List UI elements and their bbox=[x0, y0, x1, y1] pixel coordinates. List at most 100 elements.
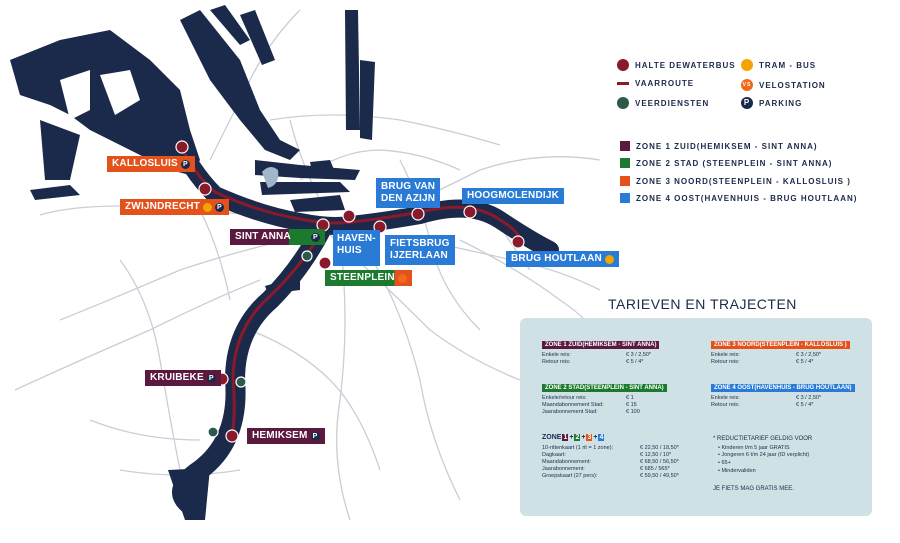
tarief-value: € 15 bbox=[626, 402, 637, 408]
stop-label-line2: DEN AZIJN bbox=[381, 193, 436, 204]
tarief-label: Jaarabonnement Stad: bbox=[542, 409, 598, 415]
legend-velostation: VS VELOSTATION bbox=[741, 79, 826, 91]
fiets-note: JE FIETS MAG GRATIS MEE. bbox=[713, 486, 794, 492]
zone-swatch bbox=[620, 193, 630, 203]
parking-icon: P bbox=[741, 97, 753, 109]
tarief-value: € 5 / 4* bbox=[796, 359, 814, 365]
zone-plus: + bbox=[569, 434, 574, 441]
legend-halte: HALTE DEWATERBUS bbox=[617, 59, 736, 71]
stop-label-line1: FIETSBRUG bbox=[390, 238, 450, 249]
parking-icon: P bbox=[310, 232, 320, 242]
parking-icon: P bbox=[214, 202, 224, 212]
stop-brug-houtlaan[interactable]: BRUG HOUTLAAN bbox=[506, 251, 619, 267]
stop-label-line1: BRUG VAN bbox=[381, 181, 436, 192]
reductie-item-text: Jongeren 6 t/m 24 jaar (ID verplicht) bbox=[721, 452, 810, 458]
tarief-label: Jaarabonnement: bbox=[542, 466, 585, 472]
tarief-label: Retour reis: bbox=[711, 359, 740, 365]
legend-label: VEERDIENSTEN bbox=[635, 98, 710, 108]
stop-kallosluis[interactable]: KALLOSLUIS P bbox=[107, 156, 195, 172]
vaarroute-line bbox=[180, 147, 521, 244]
legend-veerdiensten: VEERDIENSTEN bbox=[617, 97, 709, 109]
reductie-item-text: 65+ bbox=[721, 460, 731, 466]
legend-label: TRAM - BUS bbox=[759, 60, 817, 70]
reductie-item: • Kinderen t/m 5 jaar GRATIS bbox=[718, 445, 790, 451]
stop-fietsbrug-ijzerlaan[interactable]: FIETSBRUG IJZERLAAN bbox=[385, 235, 455, 265]
tram-bus-icon bbox=[741, 59, 753, 71]
reductie-item: • Jongeren 6 t/m 24 jaar (ID verplicht) bbox=[718, 452, 810, 458]
tarief-label: 10-rittenkaart (1 rit = 1 zone): bbox=[542, 445, 614, 451]
legend-label: HALTE DEWATERBUS bbox=[635, 60, 736, 70]
legend-label: PARKING bbox=[759, 98, 803, 108]
zone-all-prefix: ZONE bbox=[542, 434, 562, 441]
tarief-label: Enkele reis: bbox=[711, 352, 740, 358]
reductie-item-text: Kinderen t/m 5 jaar GRATIS bbox=[721, 445, 790, 451]
zone3-header: ZONE 3 NOORD(STEENPLEIN - KALLOSLUIS ) bbox=[711, 341, 850, 349]
tarief-value: € 68,50 / 56,50* bbox=[640, 459, 679, 465]
tarief-label: Maandabonnement Stad: bbox=[542, 402, 604, 408]
river-scheldt-south bbox=[172, 222, 330, 515]
anchor-icon bbox=[617, 59, 629, 71]
tarief-value: € 685 / 565* bbox=[640, 466, 670, 472]
tarief-value: € 3 / 2,50* bbox=[796, 352, 822, 358]
stop-label-line2: IJZERLAAN bbox=[390, 250, 448, 261]
stop-label: KRUIBEKE bbox=[150, 372, 204, 383]
tarief-value: € 12,50 / 10* bbox=[640, 452, 672, 458]
vaarroute-line-south bbox=[230, 229, 325, 438]
tarief-label: Enkele reis: bbox=[711, 395, 740, 401]
velostation-icon: VS bbox=[741, 79, 753, 91]
legend-label: ZONE 1 ZUID(HEMIKSEM - SINT ANNA) bbox=[636, 141, 818, 151]
zone-swatch bbox=[620, 141, 630, 151]
stop-zwijndrecht[interactable]: ZWIJNDRECHT P bbox=[120, 199, 229, 215]
legend-label: ZONE 2 STAD (STEENPLEIN - SINT ANNA) bbox=[636, 158, 833, 168]
legend-label: VAARROUTE bbox=[635, 79, 695, 88]
stop-havenhuis[interactable]: HAVEN- HUIS bbox=[333, 230, 380, 266]
tarief-label: Groepskaart (27 pers): bbox=[542, 473, 598, 479]
tarief-label: Dagkaart: bbox=[542, 452, 566, 458]
tram-bus-icon bbox=[202, 202, 212, 212]
stop-label: KALLOSLUIS bbox=[112, 158, 178, 169]
legend-zone-4: ZONE 4 OOST(HAVENHUIS - BRUG HOUTLAAN) bbox=[620, 193, 857, 203]
zone-swatch bbox=[620, 176, 630, 186]
zone-plus: + bbox=[581, 434, 586, 441]
stop-steenplein[interactable]: STEENPLEIN bbox=[325, 270, 412, 286]
tram-bus-icon bbox=[604, 254, 614, 264]
tarief-value: € 1 bbox=[626, 395, 634, 401]
halte-markers bbox=[175, 140, 525, 443]
zone-num: 2 bbox=[574, 434, 581, 441]
stop-hemiksem[interactable]: HEMIKSEM P bbox=[247, 428, 325, 444]
tarief-value: € 5 / 4* bbox=[626, 359, 644, 365]
route-line-icon bbox=[617, 82, 629, 85]
tarieven-title: TARIEVEN EN TRAJECTEN bbox=[608, 296, 797, 312]
port-docks bbox=[10, 5, 375, 294]
dock-basin bbox=[262, 166, 279, 188]
veer-markers bbox=[207, 250, 313, 438]
legend-label: ZONE 4 OOST(HAVENHUIS - BRUG HOUTLAAN) bbox=[636, 193, 858, 203]
stop-label: HOOGMOLENDIJK bbox=[467, 190, 560, 201]
tarief-value: € 22,50 / 18,50* bbox=[640, 445, 679, 451]
reductie-item: • 65+ bbox=[718, 460, 731, 466]
legend-vaarroute: VAARROUTE bbox=[617, 79, 694, 88]
tarief-label: Retour reis: bbox=[542, 359, 571, 365]
legend-label: VELOSTATION bbox=[759, 80, 826, 90]
stop-kruibeke[interactable]: KRUIBEKE P bbox=[145, 370, 221, 386]
zone2-header: ZONE 2 STAD(STEENPLEIN - SINT ANNA) bbox=[542, 384, 667, 392]
tarief-label: Enkele reis: bbox=[542, 352, 571, 358]
stop-label: HEMIKSEM bbox=[252, 430, 308, 441]
legend-parking: P PARKING bbox=[741, 97, 802, 109]
stop-brug-van-den-azijn[interactable]: BRUG VAN DEN AZIJN bbox=[376, 178, 441, 208]
stop-sint-anna[interactable]: SINT ANNA P bbox=[230, 229, 325, 245]
zone-num: 3 bbox=[586, 434, 593, 441]
stop-label: STEENPLEIN bbox=[330, 272, 395, 283]
parking-icon: P bbox=[206, 373, 216, 383]
stop-hoogmolendijk[interactable]: HOOGMOLENDIJK bbox=[462, 188, 565, 204]
legend-zone-3: ZONE 3 NOORD(STEENPLEIN - KALLOSLUIS ) bbox=[620, 176, 851, 186]
tarief-label: Retour reis: bbox=[711, 402, 740, 408]
parking-icon: P bbox=[180, 159, 190, 169]
tarief-value: € 3 / 2,50* bbox=[626, 352, 652, 358]
stop-label-line2: HUIS bbox=[337, 245, 362, 256]
zone-all-header: ZONE 1 + 2 + 3 + 4 bbox=[542, 434, 605, 441]
zone-num: 4 bbox=[598, 434, 605, 441]
legend-zone-1: ZONE 1 ZUID(HEMIKSEM - SINT ANNA) bbox=[620, 141, 818, 151]
zone-num: 1 bbox=[562, 434, 569, 441]
